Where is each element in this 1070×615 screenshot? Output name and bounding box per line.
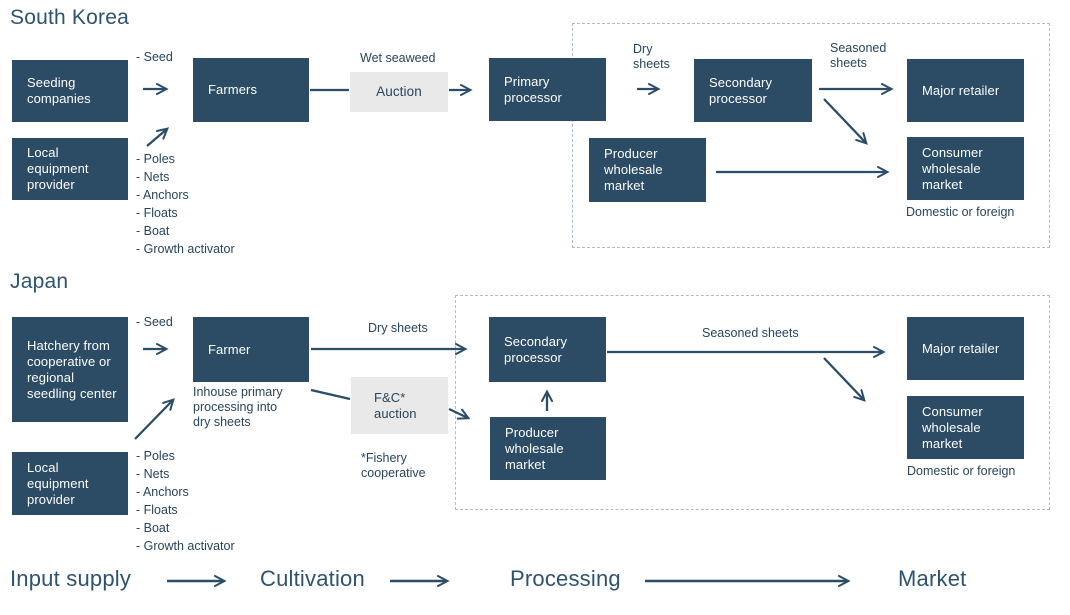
korea-box-auction: Auction <box>350 72 448 112</box>
japan-label-fishery-cooperative-note: *Fishery cooperative <box>361 451 426 480</box>
korea-input-item: - Nets <box>136 170 170 184</box>
japan-box-fc-auction: F&C* auction <box>351 377 448 434</box>
korea-input-item: - Anchors <box>136 188 189 202</box>
japan-box-major-retailer: Major retailer <box>907 317 1024 380</box>
japan-input-item: - Floats <box>136 503 178 517</box>
korea-label-seed: - Seed <box>136 50 173 64</box>
japan-label-seasoned-sheets: Seasoned sheets <box>702 326 799 340</box>
japan-input-item: - Nets <box>136 467 170 481</box>
arrow-korea-equipment-to-farmers <box>146 127 170 147</box>
japan-box-producer-wholesale-market: Producer wholesale market <box>490 417 606 480</box>
korea-box-major-retailer: Major retailer <box>907 59 1024 122</box>
korea-box-seeding-companies: Seeding companies <box>12 60 128 122</box>
japan-box-local-equipment-provider: Local equipment provider <box>12 452 128 515</box>
arrow-japan-equipment-to-farmer <box>134 398 175 440</box>
korea-label-wet-seaweed: Wet seaweed <box>360 51 436 65</box>
korea-input-item: - Growth activator <box>136 242 235 256</box>
japan-box-hatchery: Hatchery from cooperative or regional se… <box>12 317 128 422</box>
japan-label-domestic-or-foreign: Domestic or foreign <box>907 464 1016 478</box>
korea-title: South Korea <box>10 6 129 29</box>
connector-farmer-to-fc-auction <box>310 388 351 401</box>
japan-label-inhouse-processing: Inhouse primary processing into dry shee… <box>193 385 283 429</box>
japan-input-item: - Boat <box>136 521 170 535</box>
korea-label-domestic-or-foreign: Domestic or foreign <box>906 205 1015 219</box>
japan-title: Japan <box>10 270 69 293</box>
korea-box-farmers: Farmers <box>193 58 309 122</box>
stage-processing: Processing <box>510 566 621 591</box>
japan-input-item: - Anchors <box>136 485 189 499</box>
korea-processing-market-boundary <box>572 23 1050 248</box>
korea-input-item: - Boat <box>136 224 170 238</box>
korea-input-item: - Floats <box>136 206 178 220</box>
stage-market: Market <box>898 566 967 591</box>
japan-processing-market-boundary <box>455 295 1050 510</box>
stage-cultivation: Cultivation <box>260 566 365 591</box>
japan-label-seed: - Seed <box>136 315 173 329</box>
korea-box-primary-processor: Primary processor <box>489 58 606 121</box>
stage-input-supply: Input supply <box>10 566 132 591</box>
korea-box-producer-wholesale-market: Producer wholesale market <box>589 138 706 202</box>
korea-label-seasoned-sheets: Seasoned sheets <box>830 41 887 70</box>
korea-input-item: - Poles <box>136 152 175 166</box>
japan-input-item: - Poles <box>136 449 175 463</box>
korea-box-local-equipment-provider: Local equipment provider <box>12 138 128 200</box>
japan-label-dry-sheets: Dry sheets <box>368 321 428 335</box>
japan-box-farmer: Farmer <box>193 317 309 382</box>
korea-box-consumer-wholesale-market: Consumer wholesale market <box>907 137 1024 200</box>
korea-box-secondary-processor: Secondary processor <box>694 59 812 122</box>
japan-box-consumer-wholesale-market: Consumer wholesale market <box>907 396 1024 459</box>
japan-box-secondary-processor: Secondary processor <box>489 317 606 382</box>
japan-label-input-list: - Poles - Nets - Anchors - Floats - Boat… <box>136 449 235 557</box>
korea-label-input-list: - Poles - Nets - Anchors - Floats - Boat… <box>136 152 235 260</box>
korea-label-dry-sheets: Dry sheets <box>633 42 670 71</box>
japan-input-item: - Growth activator <box>136 539 235 553</box>
